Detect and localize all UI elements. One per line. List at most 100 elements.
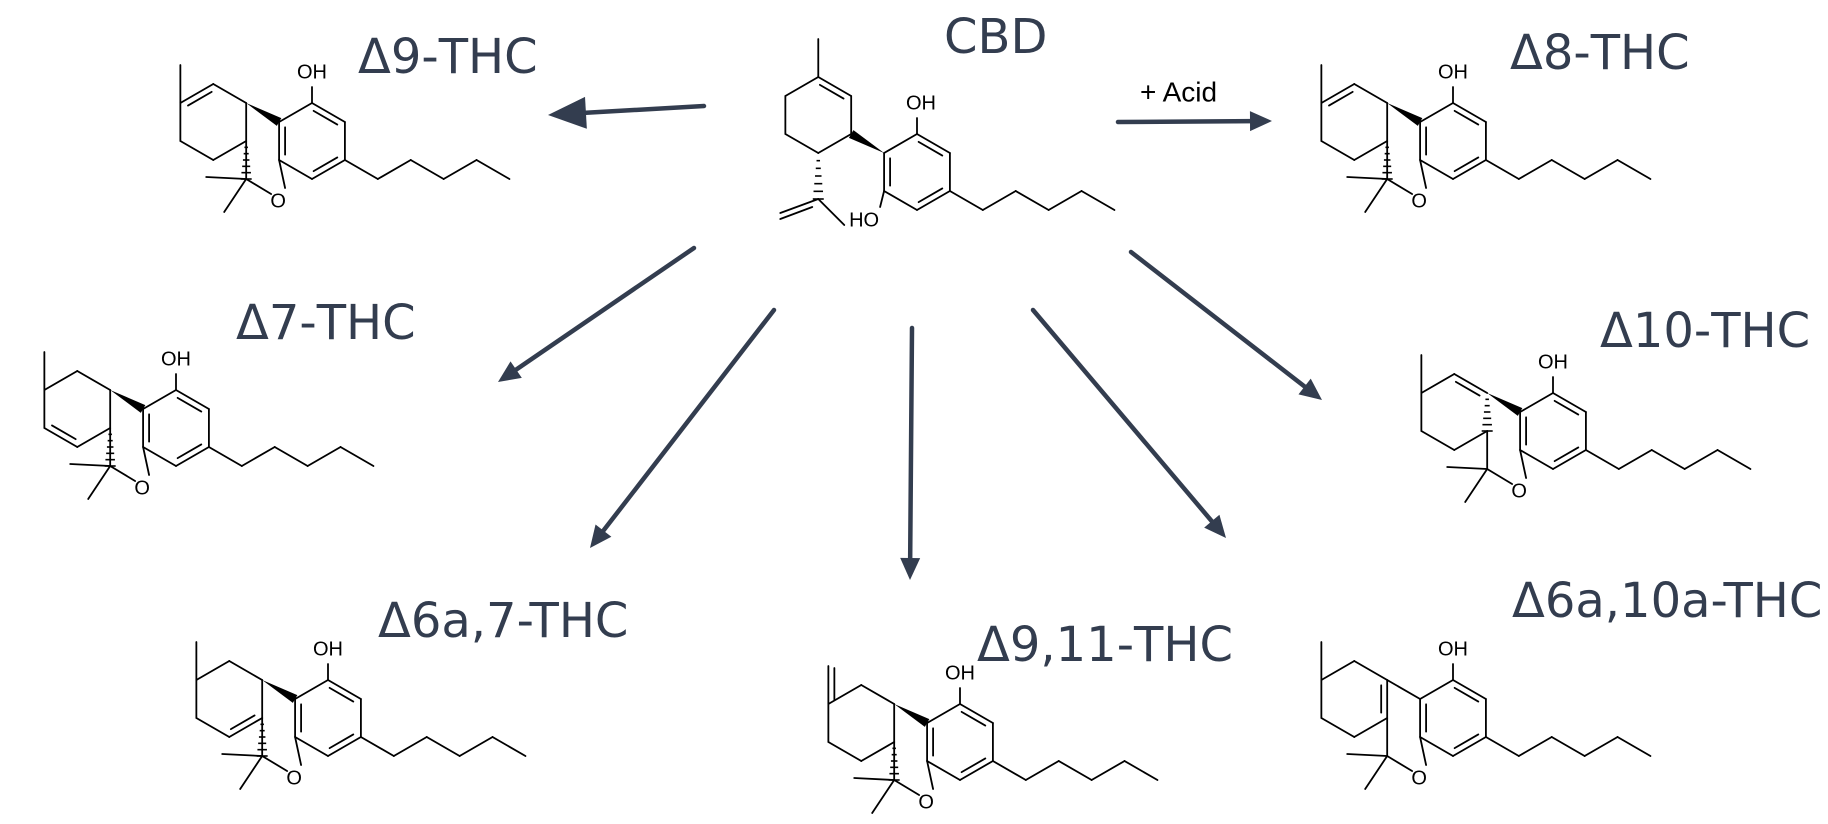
pentyl-bond	[208, 446, 243, 467]
ring-double-bond	[187, 90, 213, 107]
pentyl-bond	[1090, 760, 1126, 781]
pentyl-bond	[1585, 449, 1620, 470]
methyl-bond	[1346, 753, 1389, 757]
bond	[1420, 373, 1456, 394]
bond	[959, 760, 994, 781]
bond	[195, 717, 231, 738]
bond	[1452, 102, 1487, 123]
oxygen-label: O	[1511, 480, 1527, 502]
pentyl-bond	[1550, 159, 1586, 180]
pentyl-bond	[1057, 760, 1093, 781]
bond	[311, 159, 346, 180]
hydroxyl-label: OH	[297, 61, 327, 83]
pentyl-bond	[949, 190, 984, 211]
arrow-shaft	[1030, 307, 1216, 525]
bond	[212, 140, 248, 161]
methyl-bond	[871, 779, 896, 814]
aromatic-double-bond	[1453, 156, 1480, 173]
stereo-hash	[888, 747, 900, 781]
pentyl-bond	[1517, 736, 1553, 757]
aromatic-double-bond	[176, 443, 203, 460]
pentyl-bond	[1617, 449, 1653, 470]
methyl-bond	[853, 777, 896, 781]
methyl-bond	[87, 465, 112, 500]
structure-d10: OH O	[1420, 351, 1752, 503]
bond	[1419, 159, 1454, 180]
bond	[883, 133, 918, 154]
hydroxyl-bond	[879, 190, 885, 208]
aromatic-double-bond	[1453, 686, 1480, 703]
hydroxyl-label: OH	[313, 638, 343, 660]
oxygen-label: O	[286, 767, 302, 789]
aromatic-double-bond	[312, 156, 339, 173]
arrow-shaft	[1115, 118, 1255, 125]
stereo-wedge	[262, 680, 298, 703]
aromatic-double-bond	[917, 140, 944, 157]
ether-bond	[142, 446, 150, 476]
bond	[1353, 660, 1389, 681]
stereo-hash	[1481, 398, 1493, 432]
bond	[1453, 373, 1489, 394]
bond	[175, 446, 210, 467]
oxygen-label: O	[1411, 190, 1427, 212]
methyl-bond	[1364, 755, 1389, 790]
pentyl-bond	[360, 736, 395, 757]
hydroxyl-label: OH	[1438, 638, 1468, 660]
ether-bond	[1419, 736, 1427, 766]
arrow-shaft	[512, 245, 697, 373]
label-cbd: CBD	[944, 9, 1047, 65]
bond	[1419, 736, 1454, 757]
ring-double-bond	[818, 83, 845, 100]
bond	[1552, 449, 1587, 470]
stereo-wedge	[894, 704, 930, 727]
bond	[1320, 83, 1356, 104]
oxygen-label: O	[1411, 767, 1427, 789]
arrowhead	[590, 524, 612, 548]
bond	[76, 427, 112, 448]
structure-d8: OHO	[1320, 61, 1652, 213]
bond	[228, 660, 264, 681]
methyl-bond	[1446, 466, 1489, 470]
bond	[43, 427, 79, 448]
arrow-cbd-to-d9	[548, 96, 707, 129]
pentyl-bond	[339, 446, 375, 467]
bond	[883, 190, 918, 211]
arrow-shaft	[907, 325, 915, 563]
bond	[1452, 736, 1487, 757]
stereo-wedge	[1387, 103, 1423, 126]
ring-double-bond	[1454, 380, 1481, 397]
bond	[179, 140, 215, 161]
ring-double-bond	[51, 424, 77, 441]
methyl-bond	[1346, 176, 1389, 180]
ether-bond	[1486, 468, 1513, 485]
methyl-bond	[1364, 178, 1389, 213]
isopropenyl-bond	[817, 198, 846, 226]
arrowhead	[498, 361, 522, 382]
pentyl-bond	[425, 736, 461, 757]
aromatic-double-bond	[1553, 446, 1580, 463]
pentyl-bond	[1683, 449, 1719, 470]
bond	[1420, 430, 1456, 451]
bond	[1419, 679, 1454, 700]
reagent-acid-label: + Acid	[1140, 76, 1217, 107]
bond	[1353, 140, 1389, 161]
ether-bond	[1519, 449, 1527, 479]
arrowhead	[1298, 378, 1322, 400]
pentyl-bond	[491, 736, 527, 757]
bond	[926, 703, 961, 724]
hydroxyl-label: OH	[1538, 351, 1568, 373]
stereo-hash	[256, 723, 268, 757]
bond	[1320, 140, 1356, 161]
pentyl-bond	[1024, 760, 1060, 781]
ring-double-bond	[229, 714, 256, 731]
label-d6a7: Δ6a,7-THC	[378, 593, 628, 649]
bond	[195, 660, 231, 681]
isopropenyl-double	[779, 206, 814, 220]
stereo-wedge	[848, 130, 885, 153]
bond	[294, 736, 329, 757]
pentyl-bond	[1716, 449, 1752, 470]
pentyl-bond	[1583, 159, 1619, 180]
